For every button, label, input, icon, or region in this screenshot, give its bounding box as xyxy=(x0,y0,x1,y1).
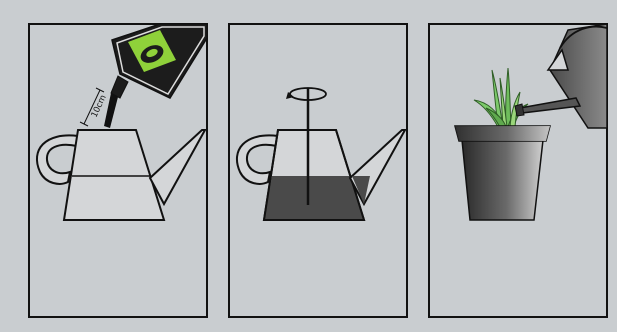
flower-pot-icon xyxy=(455,126,550,220)
solution-fill xyxy=(264,176,364,220)
